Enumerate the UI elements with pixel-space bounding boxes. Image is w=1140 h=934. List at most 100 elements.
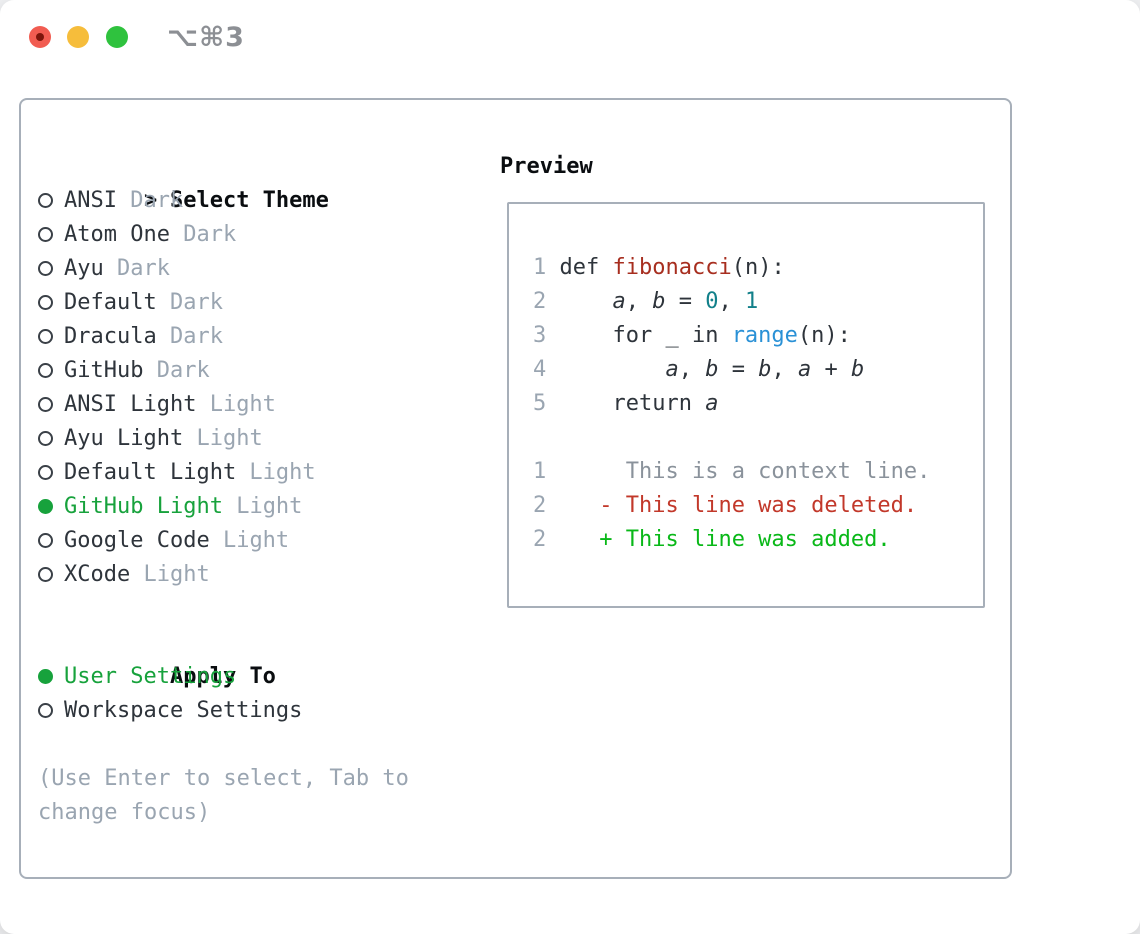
theme-variant-tag: Light [130, 562, 210, 587]
code-segment: , [718, 289, 745, 314]
option-label: Workspace Settings [64, 698, 303, 723]
radio-dot [38, 703, 53, 718]
option-label: Ayu Light [64, 426, 184, 451]
apply-option-workspace-settings[interactable]: Workspace Settings [38, 694, 478, 728]
spacer [38, 592, 478, 626]
radio-icon [38, 184, 64, 218]
apply-option-user-settings[interactable]: User Settings [38, 660, 478, 694]
select-theme-label: Select Theme [169, 188, 329, 213]
option-label: Dracula [64, 324, 157, 349]
code-segment: = [665, 289, 706, 314]
code-segment: 0 [705, 289, 719, 314]
diff-marker [599, 459, 626, 484]
radio-icon [38, 354, 64, 388]
theme-option-ayu[interactable]: Ayu Dark [38, 252, 478, 286]
line-number: 4 [533, 357, 560, 382]
theme-variant-tag: Dark [103, 256, 170, 281]
line-number: 5 [533, 391, 560, 416]
diff-marker: - [599, 493, 626, 518]
option-label: User Settings [64, 664, 237, 689]
keyboard-hint: (Use Enter to select, Tab to change focu… [38, 766, 423, 825]
option-label: Atom One [64, 222, 170, 247]
titlebar: ⌥⌘3 [0, 0, 1140, 75]
radio-dot [38, 465, 53, 480]
theme-variant-tag: Light [209, 528, 290, 553]
apply-to-header: Apply To [38, 626, 478, 689]
apply-to-label: Apply To [169, 664, 276, 689]
radio-dot [38, 499, 53, 514]
theme-variant-tag: Light [236, 460, 316, 485]
diff-text: This line was added. [625, 527, 891, 552]
theme-option-github-light[interactable]: GitHub Light Light [38, 490, 478, 524]
close-button[interactable] [29, 26, 51, 48]
radio-dot [38, 533, 53, 548]
radio-dot [38, 363, 53, 378]
option-label: Google Code [64, 528, 210, 553]
line-number: 2 [533, 493, 600, 518]
theme-variant-tag: Light [183, 426, 263, 451]
cursor-indicator: > [143, 188, 158, 213]
code-segment: b [758, 357, 772, 382]
code-segment: , [625, 289, 653, 314]
radio-icon [38, 218, 64, 252]
code-line: 1 def fibonacci(n): [533, 251, 975, 285]
radio-dot [38, 431, 53, 446]
code-segment: a [797, 357, 812, 382]
theme-variant-tag: Light [222, 494, 303, 519]
theme-option-github[interactable]: GitHub Dark [38, 354, 478, 388]
radio-dot [38, 329, 53, 344]
radio-dot [38, 193, 53, 208]
theme-variant-tag: Dark [156, 290, 223, 315]
code-segment [560, 289, 613, 314]
select-theme-header: > Select Theme [38, 150, 478, 213]
theme-option-ansi[interactable]: ANSI Dark [38, 184, 478, 218]
theme-option-ansi-light[interactable]: ANSI Light Light [38, 388, 478, 422]
blank-line [533, 421, 975, 455]
theme-variant-tag: Light [196, 392, 276, 417]
line-number: 1 [533, 459, 600, 484]
theme-option-default[interactable]: Default Dark [38, 286, 478, 320]
radio-dot [38, 227, 53, 242]
theme-option-default-light[interactable]: Default Light Light [38, 456, 478, 490]
radio-icon [38, 286, 64, 320]
radio-icon [38, 320, 64, 354]
radio-icon [38, 422, 64, 456]
diff-line-added: 2 + This line was added. [533, 523, 975, 557]
theme-option-xcode[interactable]: XCode Light [38, 558, 478, 592]
theme-variant-tag: Dark [143, 358, 210, 383]
code-segment: 1 [744, 289, 759, 314]
code-line: 5 return a [533, 387, 975, 421]
theme-variant-tag: Dark [169, 222, 237, 247]
diff-text: This is a context line. [625, 459, 931, 484]
code-segment: = [718, 357, 759, 382]
line-number: 2 [533, 527, 600, 552]
code-segment: return [559, 391, 706, 416]
maximize-button[interactable] [106, 26, 128, 48]
minimize-button[interactable] [67, 26, 89, 48]
theme-option-google-code[interactable]: Google Code Light [38, 524, 478, 558]
radio-icon [38, 694, 64, 728]
code-segment: , [771, 357, 798, 382]
radio-dot [38, 567, 53, 582]
radio-dot [38, 397, 53, 412]
option-label: Ayu [64, 256, 104, 281]
theme-option-atom-one[interactable]: Atom One Dark [38, 218, 478, 252]
option-label: XCode [64, 562, 131, 587]
radio-dot [38, 295, 53, 310]
code-line: 2 a, b = 0, 1 [533, 285, 975, 319]
line-number: 2 [533, 289, 560, 314]
theme-option-ayu-light[interactable]: Ayu Light Light [38, 422, 478, 456]
unsaved-dot-icon [36, 33, 44, 41]
diff-line-deleted: 2 - This line was deleted. [533, 489, 975, 523]
code-segment: b [850, 357, 865, 382]
option-label: ANSI Light [64, 392, 197, 417]
radio-dot [38, 669, 53, 684]
theme-option-dracula[interactable]: Dracula Dark [38, 320, 478, 354]
radio-icon [38, 456, 64, 490]
